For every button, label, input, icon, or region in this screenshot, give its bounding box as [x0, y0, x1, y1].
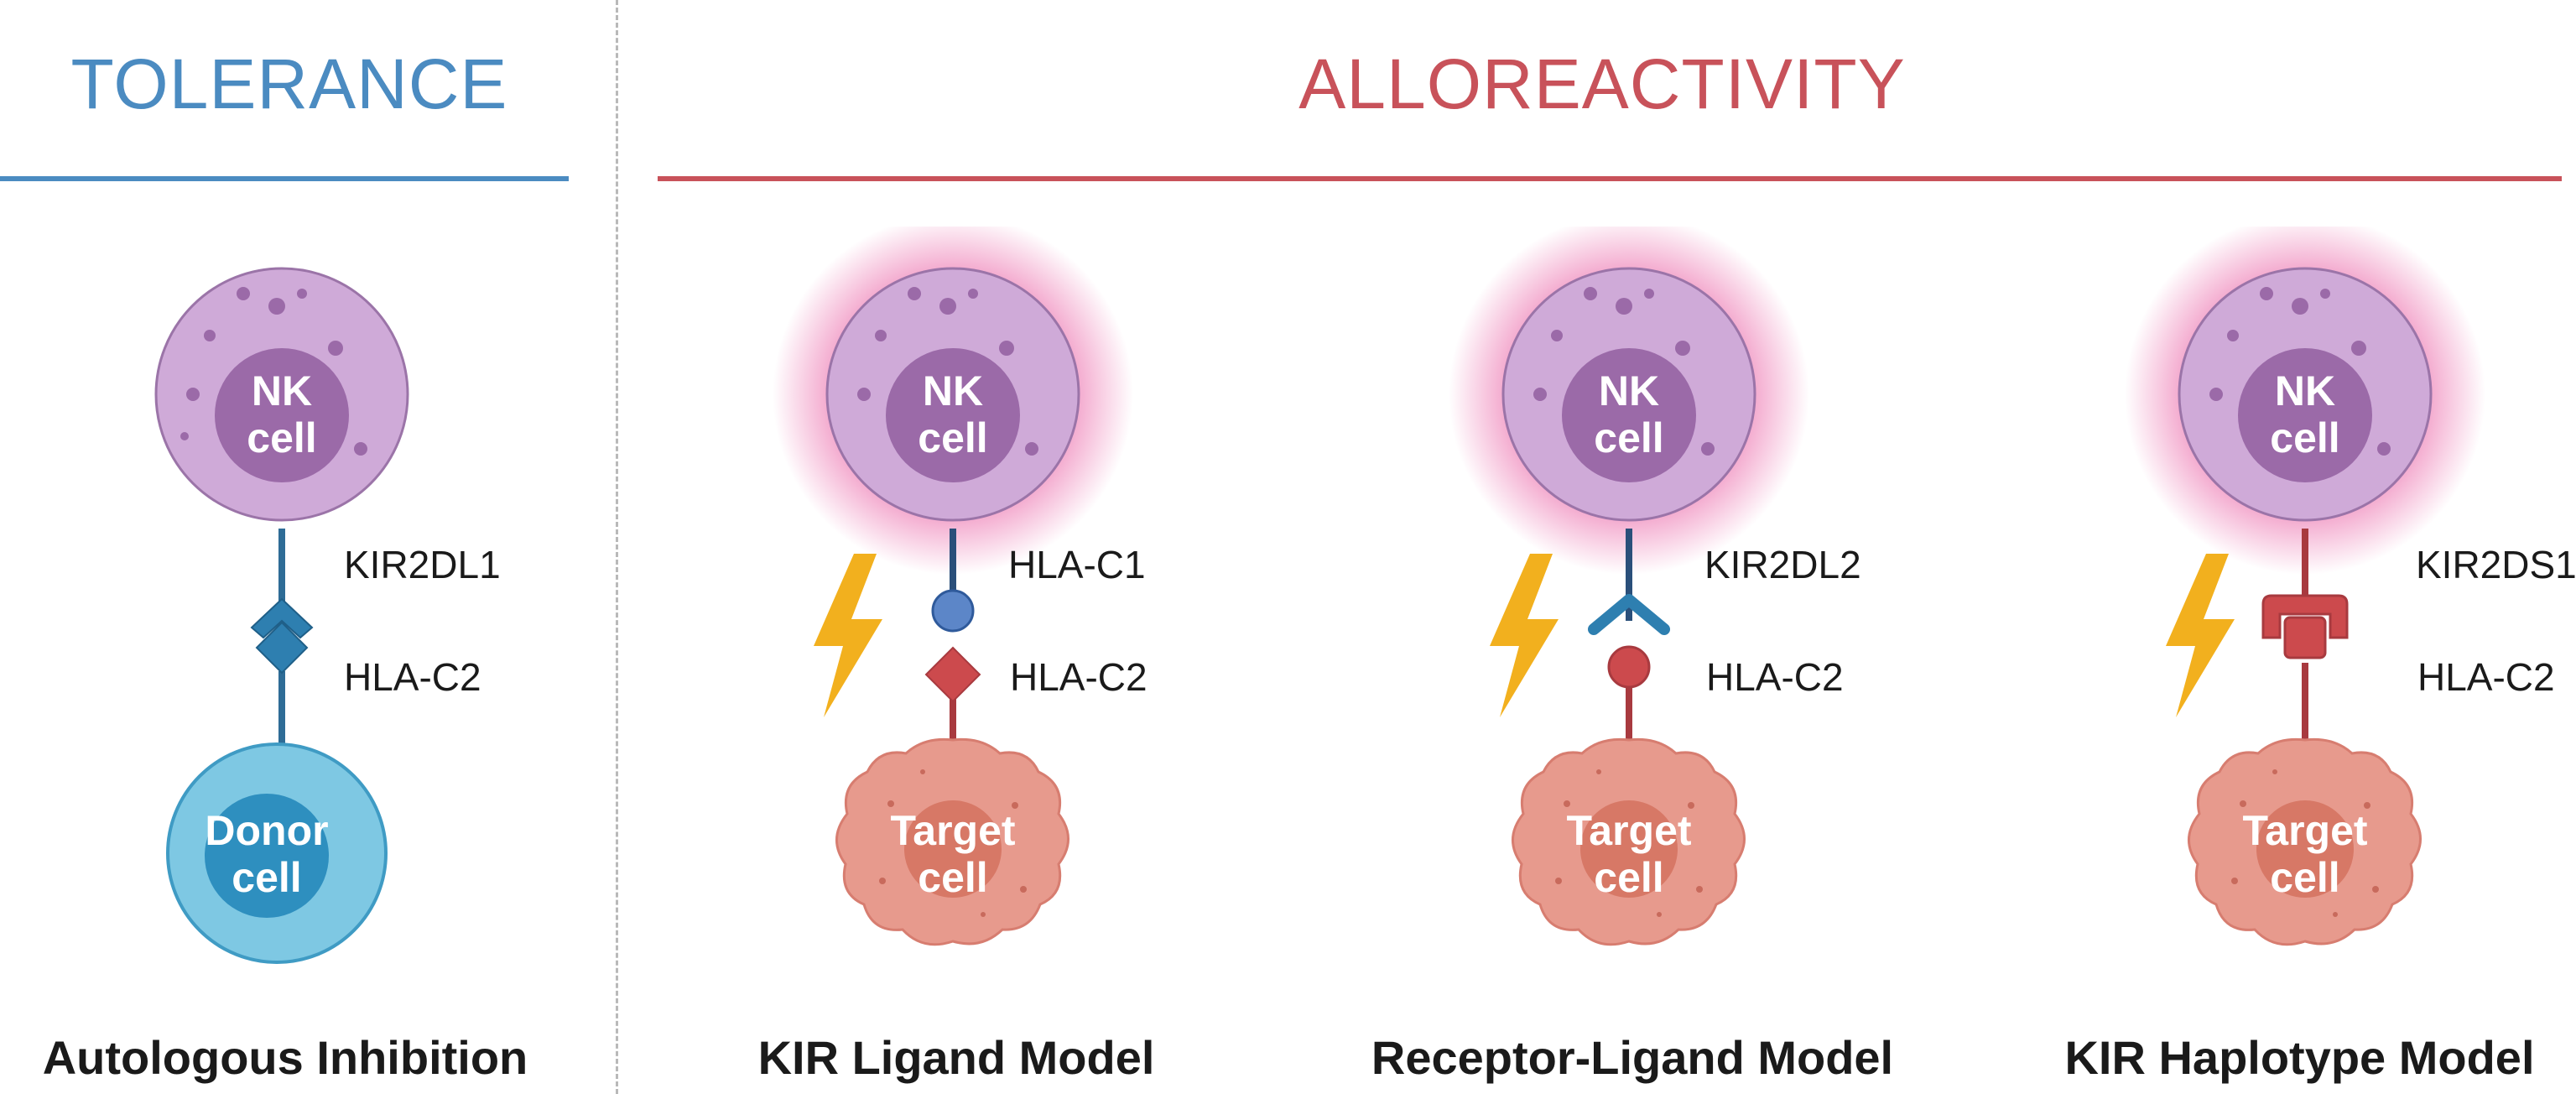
nk-cell-icon [2178, 267, 2433, 522]
y-receptor-icon [1588, 594, 1670, 635]
square-ligand-icon [2283, 616, 2327, 659]
panel-title-3: Receptor-Ligand Model [1371, 1031, 1894, 1084]
diamond-ligand-icon [255, 621, 309, 675]
target-cell-icon [835, 737, 1069, 946]
receptor-label-1: KIR2DL1 [344, 543, 501, 586]
autologous-diagram [154, 267, 409, 964]
target-cell-icon [2188, 737, 2422, 946]
clamp-receptor-icon [2261, 594, 2349, 639]
diamond-receptor-icon [250, 597, 314, 639]
lightning-bolt-icon [814, 554, 882, 717]
ligand-label-3: HLA-C2 [1706, 655, 1844, 699]
alloreactivity-header: ALLOREACTIVITY [1298, 44, 1906, 123]
panel-title-4: KIR Haplotype Model [2064, 1031, 2535, 1084]
circle-ligand-icon [1607, 645, 1651, 689]
nk-cell-icon [825, 267, 1080, 522]
receptor-ligand-diagram [1449, 227, 1809, 946]
circle-receptor-icon [931, 589, 975, 633]
lightning-bolt-icon [2166, 554, 2235, 717]
target-cell-icon [1512, 737, 1746, 946]
kir-ligand-diagram [773, 227, 1133, 946]
kir-haplotype-diagram [2125, 227, 2485, 946]
ligand-label-2: HLA-C2 [1010, 655, 1147, 699]
receptor-label-4: KIR2DS1 [2416, 543, 2576, 586]
ligand-label-1: HLA-C2 [344, 655, 481, 699]
panel-title-1: Autologous Inhibition [42, 1031, 528, 1084]
tolerance-header: TOLERANCE [70, 44, 508, 123]
alloreactivity-rule [658, 176, 2562, 181]
tolerance-rule [0, 176, 569, 181]
receptor-label-3: KIR2DL2 [1704, 543, 1861, 586]
ligand-label-4: HLA-C2 [2417, 655, 2555, 699]
receptor-label-2: HLA-C1 [1008, 543, 1146, 586]
panel-title-2: KIR Ligand Model [757, 1031, 1155, 1084]
nk-cell-icon [1501, 267, 1756, 522]
nk-cell-icon [154, 267, 409, 522]
donor-cell-icon [166, 742, 388, 964]
diamond-ligand-icon [924, 646, 981, 703]
section-divider [616, 0, 618, 1094]
lightning-bolt-icon [1490, 554, 1559, 717]
